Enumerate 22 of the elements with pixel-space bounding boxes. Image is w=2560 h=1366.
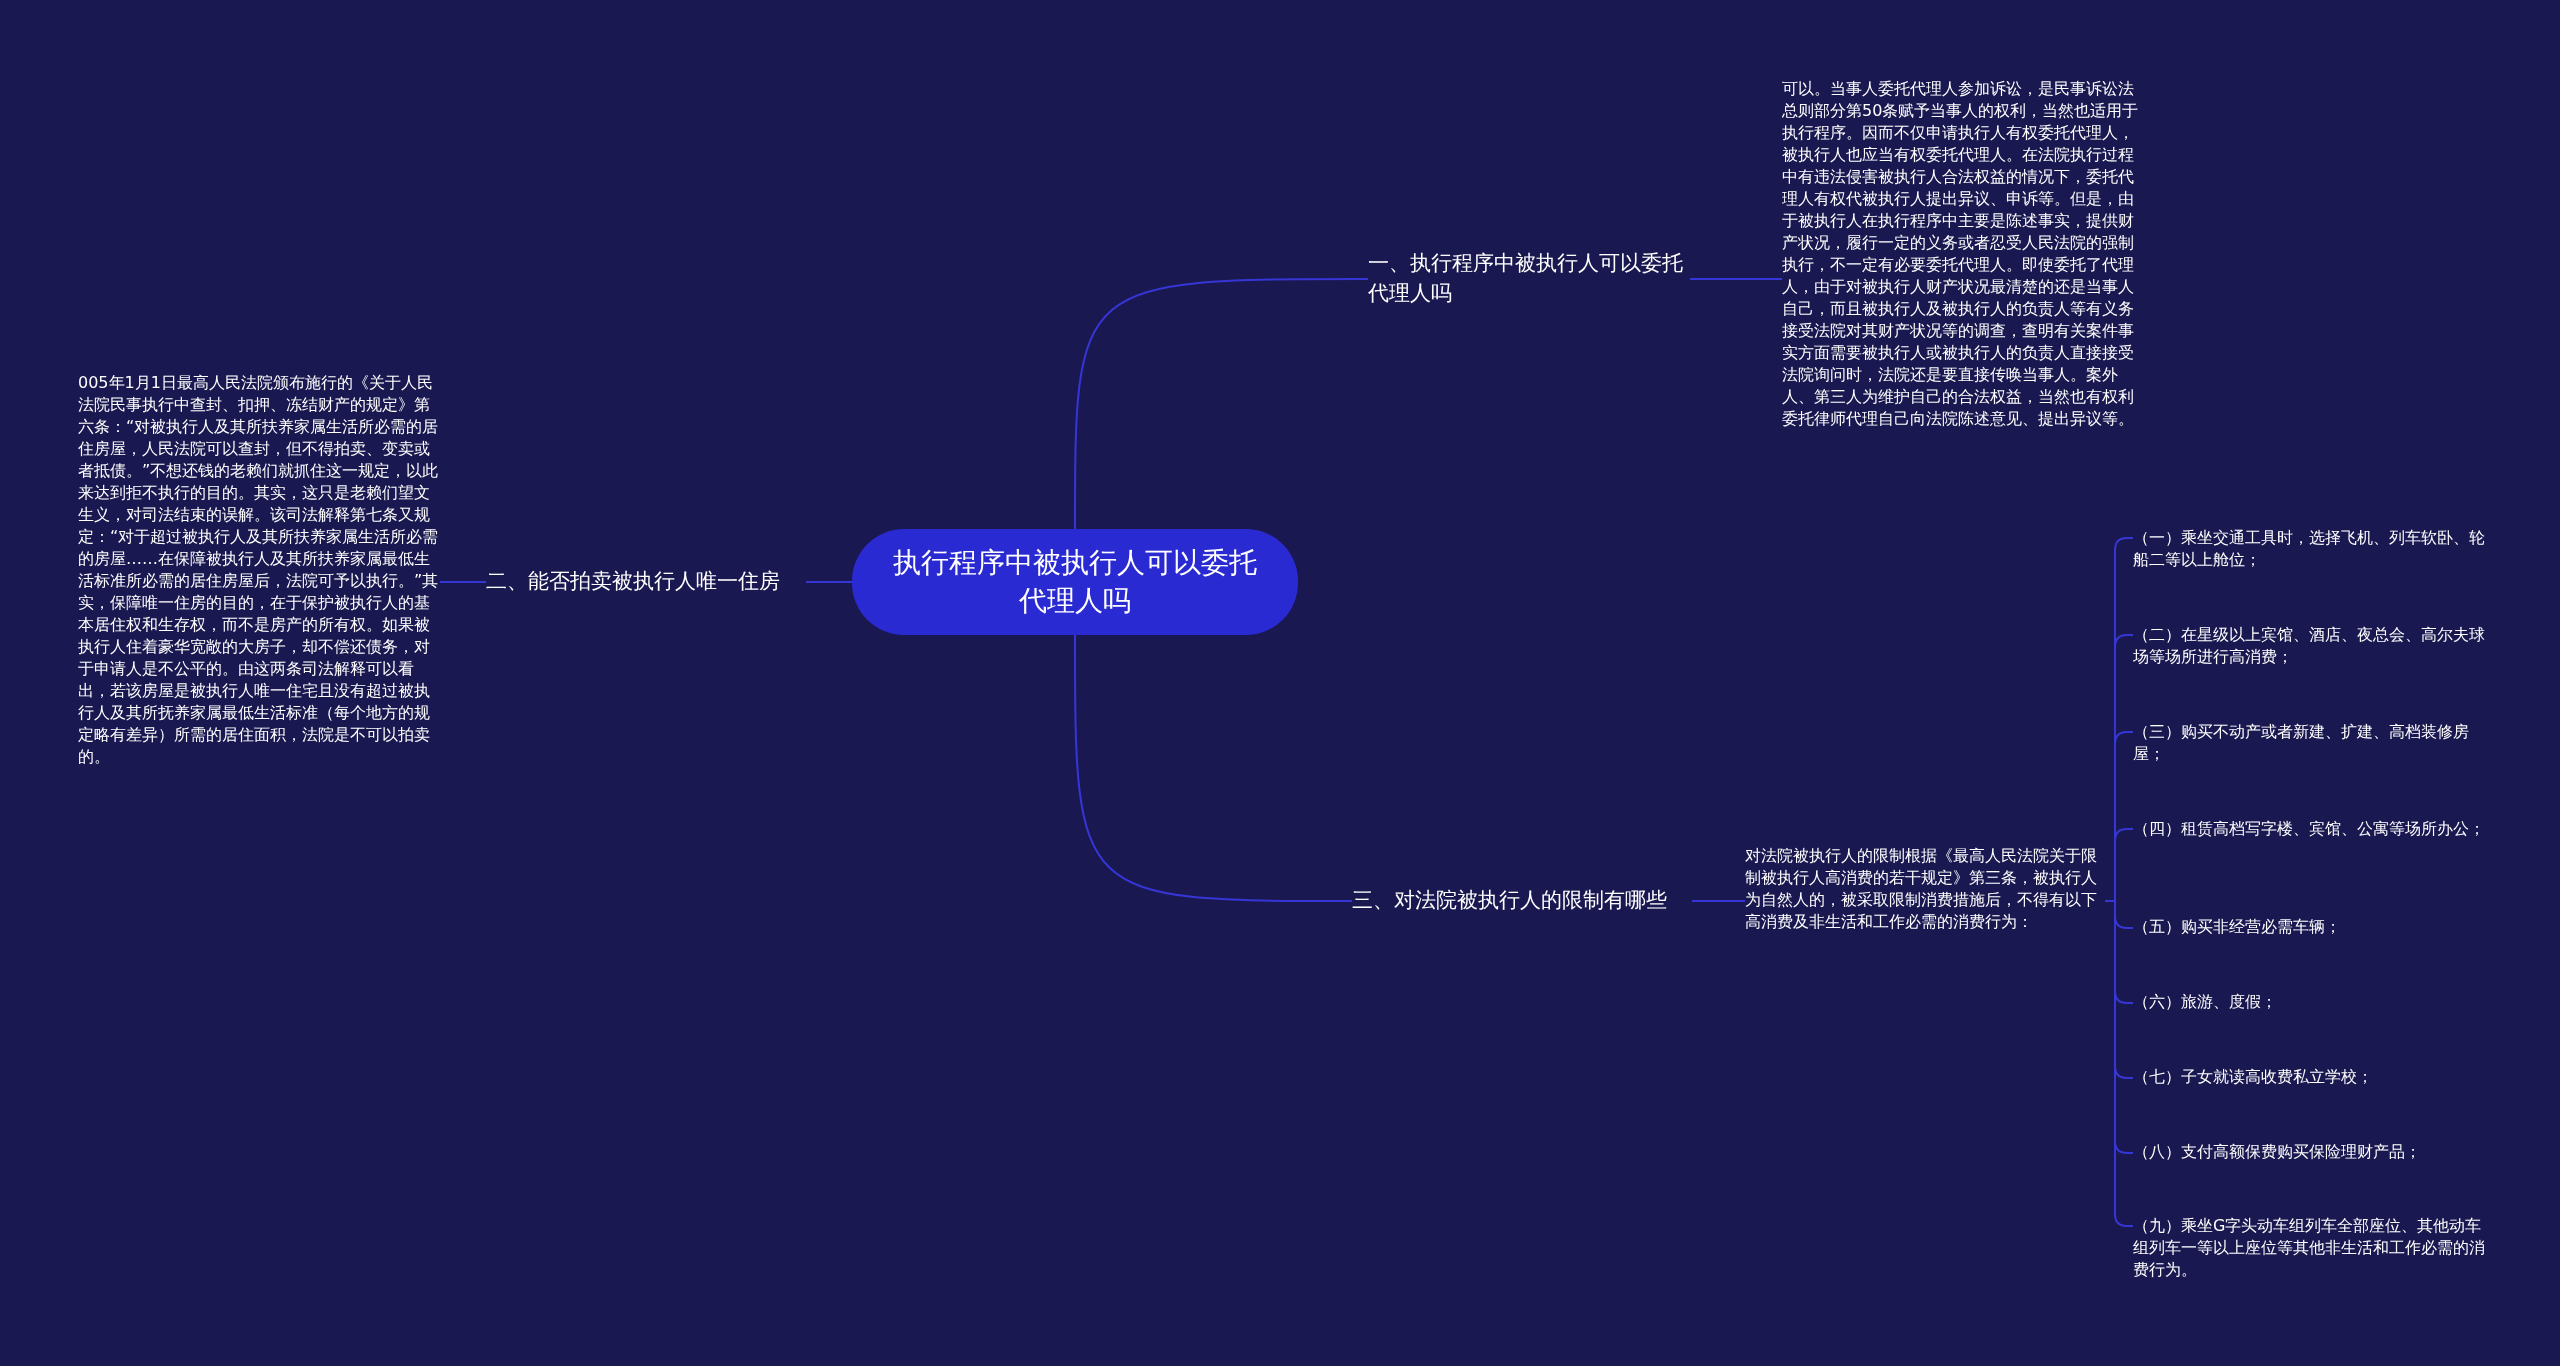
detail-text: （三）购买不动产或者新建、扩建、高档装修房屋； xyxy=(2133,721,2470,765)
central-topic: 执行程序中被执行人可以委托代理人吗 xyxy=(892,545,1258,619)
connector-line xyxy=(1691,900,1746,902)
branch-topic: 二、能否拍卖被执行人唯一住房 xyxy=(486,568,781,595)
detail-text: （一）乘坐交通工具时，选择飞机、列车软卧、轮船二等以上舱位； xyxy=(2133,527,2486,571)
connector-line xyxy=(439,581,487,583)
branch-topic: 一、执行程序中被执行人可以委托代理人吗 xyxy=(1368,250,1684,307)
detail-text: （六）旅游、度假； xyxy=(2133,991,2278,1013)
detail-text: （五）购买非经营必需车辆； xyxy=(2133,916,2342,938)
connector-line xyxy=(805,581,853,583)
detail-text: 005年1月1日最高人民法院颁布施行的《关于人民法院民事执行中查封、扣押、冻结财产的规定》第六条：“对被执行人及其所扶养家属生活所必需的居住房屋，人民法院可以查封，但不得拍卖、变卖或者抵债。”不想还钱的老赖们就抓住这一规定，以此来达到拒不执行的目的。其实，这只是老赖们望文生义，对司法结束的误解。该司法解释第七条又规定：“对于超过被执行人及其所扶养家属生活所必需的房屋……在保障被执行人及其所扶养家属最低生活标准所必需的居住房屋后，法院可予以执行。”其实，保障唯一住房的目的，在于保护被执行人的基本居住权和生存权，而不是房产的所有权。如果被执行人住着豪华宽敞的大房子，却不偿还债务，对于申请人是不公平的。由这两条司法解释可以看出，若该房屋是被执行人唯一住宅且没有超过被执行人及其所抚养家属最低生活标准（每个地方的规定略有差异）所需的居住面积，法院是不可以拍卖的。 xyxy=(78,372,440,768)
detail-text: （九）乘坐G字头动车组列车全部座位、其他动车组列车一等以上座位等其他非生活和工作必需的消费行为。 xyxy=(2133,1215,2486,1281)
detail-text: （八）支付高额保费购买保险理财产品； xyxy=(2133,1141,2422,1163)
connector-line xyxy=(1074,278,1369,530)
detail-text: （四）租赁高档写字楼、宾馆、公寓等场所办公； xyxy=(2133,818,2486,840)
detail-text: 对法院被执行人的限制根据《最高人民法院关于限制被执行人高消费的若干规定》第三条，被执行人为自然人的，被采取限制消费措施后，不得有以下高消费及非生活和工作必需的消费行为： xyxy=(1745,845,2098,933)
connector-line xyxy=(1689,278,1783,280)
branch-topic: 三、对法院被执行人的限制有哪些 xyxy=(1352,887,1668,914)
detail-text: 可以。当事人委托代理人参加诉讼，是民事诉讼法总则部分第50条赋予当事人的权利，当然也适用于执行程序。因而不仅申请执行人有权委托代理人，被执行人也应当有权委托代理人。在法院执行过程中有违法侵害被执行人合法权益的情况下，委托代理人有权代被执行人提出异议、申诉等。但是，由于被执行人在执行程序中主要是陈述事实，提供财产状况，履行一定的义务或者忍受人民法院的强制执行，不一定有必要委托代理人。即使委托了代理人，由于对被执行人财产状况最清楚的还是当事人自己，而且被执行人及被执行人的负责人等有义务接受法院对其财产状况等的调查，查明有关案件事实方面需要被执行人或被执行人的负责人直接接受法院询问时，法院还是要直接传唤当事人。案外人、第三人为维护自己的合法权益，当然也有权利委托律师代理自己向法院陈述意见、提出异议等。 xyxy=(1782,78,2140,430)
detail-text: （二）在星级以上宾馆、酒店、夜总会、高尔夫球场等场所进行高消费； xyxy=(2133,624,2486,668)
detail-text: （七）子女就读高收费私立学校； xyxy=(2133,1066,2374,1088)
connector-line xyxy=(1074,634,1353,902)
